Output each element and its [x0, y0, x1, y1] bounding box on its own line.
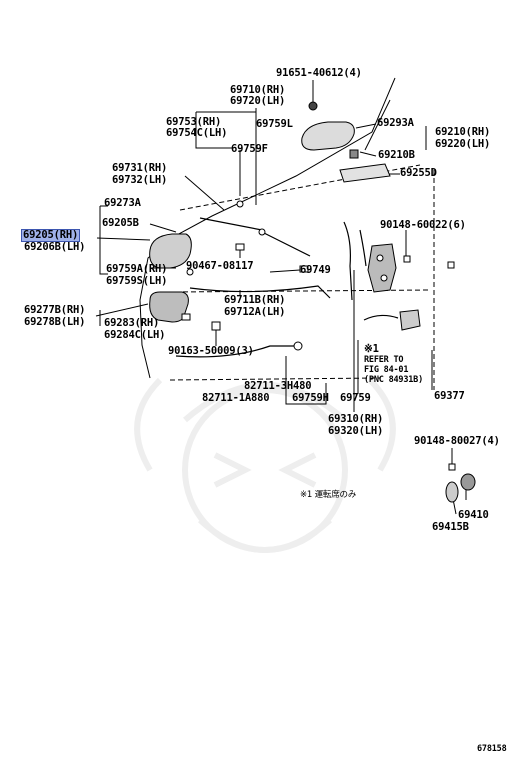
- note-driver-seat-only: ※1 運転席のみ: [300, 490, 357, 500]
- striker: [445, 463, 476, 503]
- watermark-logo: [134, 377, 396, 553]
- label-69753: 69753(RH): [166, 116, 222, 128]
- refer-line-2: FIG 84-01: [364, 365, 409, 375]
- door-lock: [367, 243, 397, 293]
- label-69284C: 69284C(LH): [104, 329, 166, 341]
- label-69759F: 69759F: [231, 143, 268, 155]
- label-90163-50009: 90163-50009(3): [168, 345, 254, 357]
- label-69205B: 69205B: [102, 217, 139, 229]
- label-90467-08117: 90467-08117: [186, 260, 254, 272]
- label-69273A: 69273A: [104, 197, 141, 209]
- note-mark: ※1: [364, 343, 379, 355]
- label-69283: 69283(RH): [104, 317, 160, 329]
- label-69732: 69732(LH): [112, 174, 168, 186]
- label-69731: 69731(RH): [112, 162, 168, 174]
- leader: [359, 151, 377, 157]
- label-69710: 69710(RH): [230, 84, 286, 96]
- bracket-69710: [196, 108, 257, 113]
- label-69310: 69310(RH): [328, 413, 384, 425]
- label-69711B: 69711B(RH): [224, 294, 286, 306]
- label-69255D: 69255D: [400, 167, 437, 179]
- refer-line-3: (PNC 84931B): [364, 375, 424, 385]
- label-69320: 69320(LH): [328, 425, 384, 437]
- bracket-69273A: [99, 206, 108, 275]
- door-bottom-edge: [169, 377, 381, 381]
- leader: [355, 123, 377, 129]
- refer-line-1: REFER TO: [364, 355, 404, 365]
- inside-handle-bezel: [149, 291, 189, 323]
- label-69277B: 69277B(RH): [24, 304, 86, 316]
- lock-actuator: [399, 309, 421, 331]
- label-69293A: 69293A: [377, 117, 414, 129]
- label-69415B: 69415B: [432, 521, 469, 533]
- leader: [95, 303, 149, 317]
- handle-cover: [339, 163, 391, 183]
- label-69210: 69210(RH): [435, 126, 491, 138]
- bracket-69753: [195, 112, 232, 149]
- label-82711-3H480: 82711-3H480: [244, 380, 312, 392]
- label-69410: 69410: [458, 509, 489, 521]
- label-69749: 69749: [300, 264, 331, 276]
- label-69754C: 69754C(LH): [166, 127, 228, 139]
- label-69759H: 69759H: [292, 392, 329, 404]
- label-69759A: 69759A(RH): [106, 263, 168, 275]
- illustration-number: 678158: [477, 744, 507, 754]
- label-82711-1A880: 82711-1A880: [202, 392, 270, 404]
- label-69220: 69220(LH): [435, 138, 491, 150]
- label-69205-highlighted[interactable]: 69205(RH): [20, 229, 81, 242]
- leader: [96, 237, 151, 241]
- label-69278B: 69278B(LH): [24, 316, 86, 328]
- rods: [175, 217, 399, 358]
- label-69759S: 69759S(LH): [106, 275, 168, 287]
- leader: [184, 175, 225, 211]
- label-69377: 69377: [434, 390, 465, 402]
- inside-handle: [149, 233, 192, 269]
- label-69759: 69759: [340, 392, 371, 404]
- leader: [149, 223, 177, 233]
- small-parts: [181, 200, 455, 351]
- label-69720: 69720(LH): [230, 95, 286, 107]
- label-90148-60022: 90148-60022(6): [380, 219, 466, 231]
- door-outline-inner: [364, 99, 391, 151]
- label-69759L: 69759L: [256, 118, 293, 130]
- label-69210B: 69210B: [378, 149, 415, 161]
- label-91651-40612: 91651-40612(4): [276, 67, 362, 79]
- leader: [269, 269, 301, 273]
- label-90148-80027: 90148-80027(4): [414, 435, 500, 447]
- outside-handle: [301, 101, 359, 159]
- label-69206B: 69206B(LH): [24, 241, 86, 253]
- label-69712A: 69712A(LH): [224, 306, 286, 318]
